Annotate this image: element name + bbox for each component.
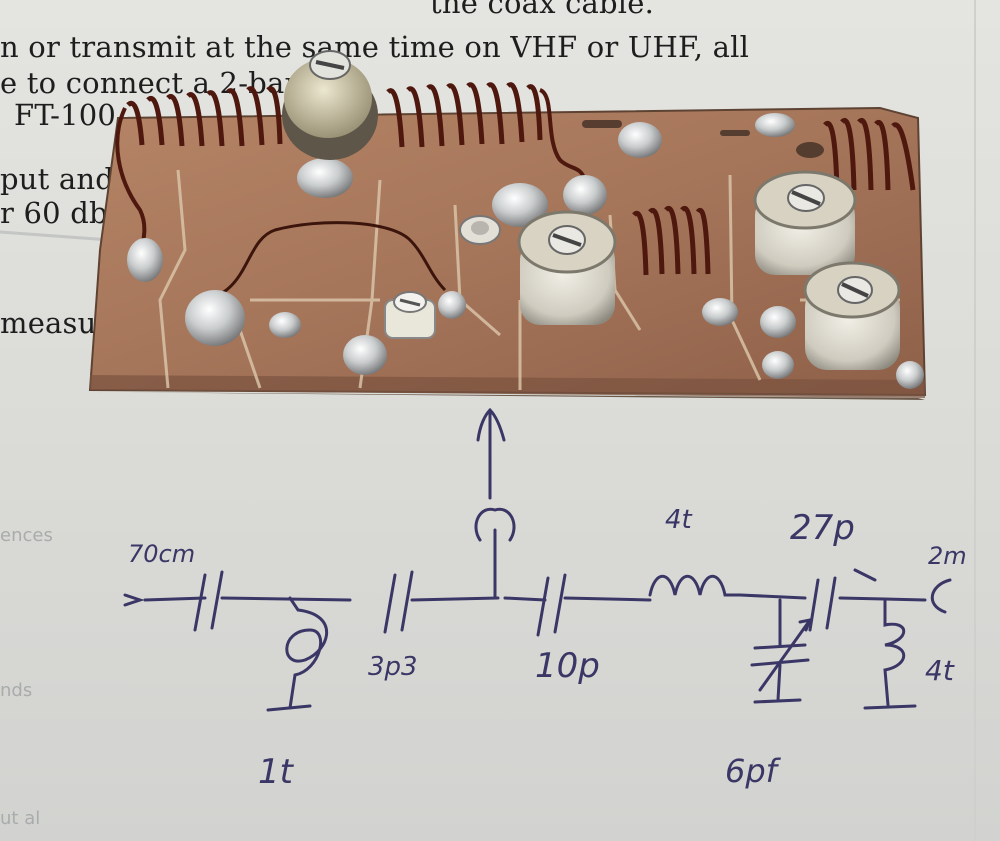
printed-line-5: r 60 db: [0, 196, 108, 230]
small-trimmer-cap: [384, 291, 436, 339]
label-output-2m: 2m: [928, 542, 967, 570]
label-inductor-4t-shunt: 4t: [925, 654, 954, 687]
coil-middle: [386, 82, 587, 181]
jumper-wire: [204, 221, 447, 302]
label-cap-3p3: 3p3: [368, 652, 418, 682]
label-trimmer-6pf: 6pf: [725, 752, 777, 790]
printed-line-6: measu: [0, 306, 97, 340]
label-inductor-1t: 1t: [258, 752, 293, 792]
printed-line-0: the coax cable.: [430, 0, 655, 20]
ghost-print-1: ences: [0, 525, 53, 546]
trimmer-cap-right-bottom: [803, 261, 901, 370]
trimmer-cap-top-left: [282, 50, 378, 160]
trimmer-cap-right-top: [753, 170, 857, 275]
small-cap-center: [459, 215, 501, 245]
label-input-70cm: 70cm: [128, 540, 196, 568]
printed-line-4: put and: [0, 162, 115, 196]
ghost-print-2: nds: [0, 680, 33, 701]
ghost-print-3: ut al: [0, 808, 41, 829]
coil-center: [632, 205, 711, 276]
solder-joints: [127, 113, 924, 389]
coil-right: [823, 118, 916, 191]
printed-line-1: n or transmit at the same time on VHF or…: [0, 30, 750, 64]
printed-line-3: FT-100: [14, 98, 117, 132]
trimmer-cap-center: [517, 210, 617, 325]
label-cap-10p: 10p: [535, 646, 600, 686]
printed-line-2: e to connect a 2-band: [0, 66, 323, 100]
label-inductor-4t-series: 4t: [665, 505, 692, 535]
label-cap-27p: 27p: [790, 508, 855, 548]
